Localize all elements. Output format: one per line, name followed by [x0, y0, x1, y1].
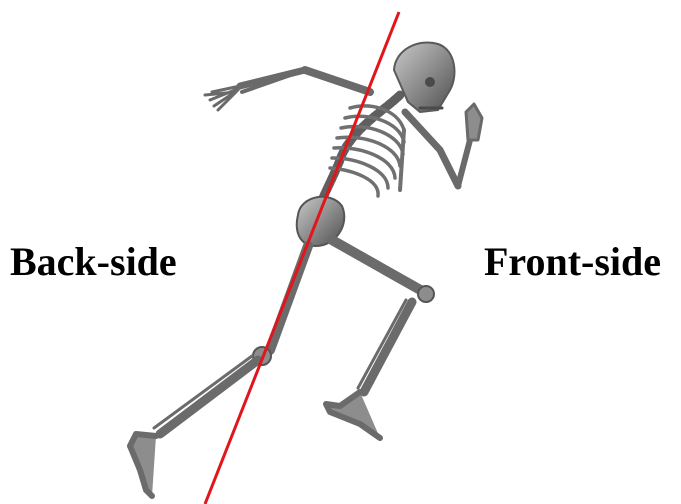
back-arm — [205, 70, 370, 110]
front-leg — [326, 240, 434, 438]
skeleton-icon — [130, 42, 482, 496]
skull-icon — [394, 42, 454, 112]
back-leg — [130, 246, 308, 496]
front-arm — [405, 104, 482, 186]
